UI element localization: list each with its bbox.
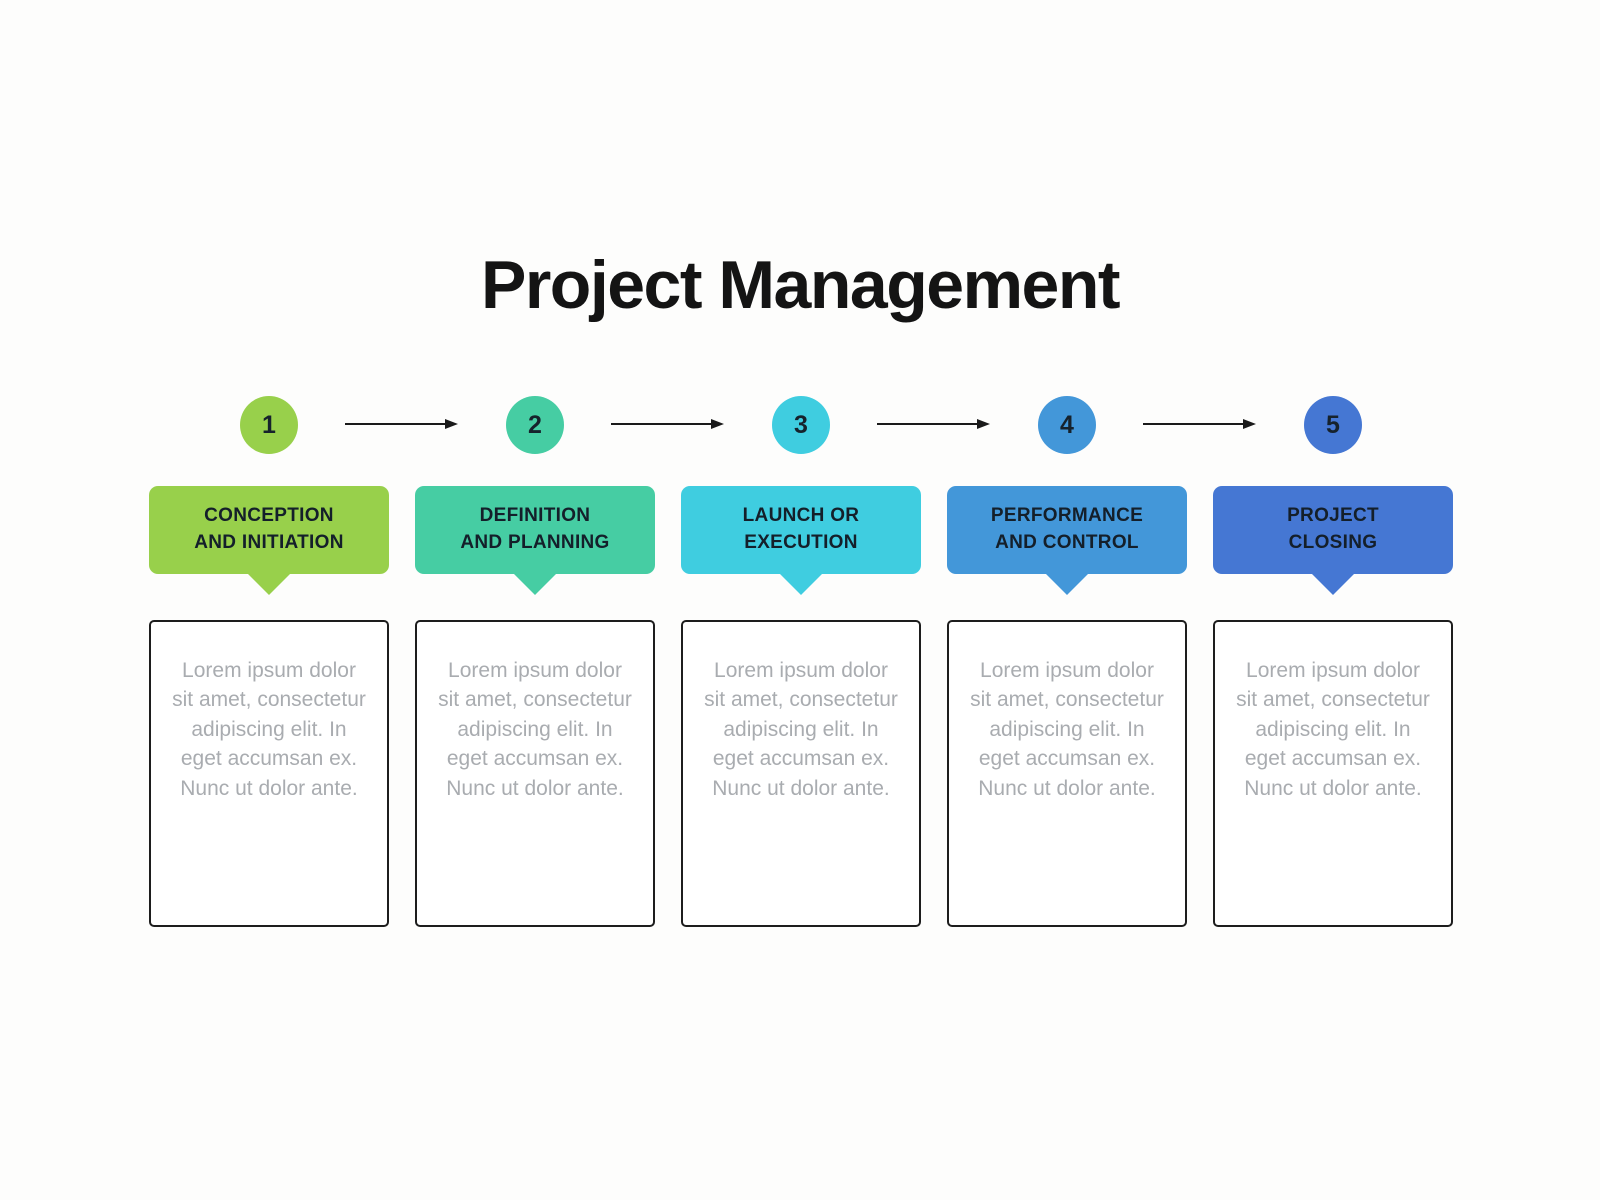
step-number: 3 [794,410,808,439]
step-description: Lorem ipsum dolor sit amet, consectetur … [704,659,898,800]
step-label-bubble: DEFINITION AND PLANNING [415,486,655,574]
arrow-icon [877,419,990,429]
arrow-icon [1143,419,1256,429]
arrow-icon [345,419,458,429]
bubble-tail [1045,573,1089,595]
step-description: Lorem ipsum dolor sit amet, consectetur … [172,659,366,800]
step-description-box: Lorem ipsum dolor sit amet, consectetur … [415,620,655,927]
step-label-bubble: PERFORMANCE AND CONTROL [947,486,1187,574]
step-label-bubble: PROJECT CLOSING [1213,486,1453,574]
step-description-box: Lorem ipsum dolor sit amet, consectetur … [1213,620,1453,927]
step-column-2: 2 DEFINITION AND PLANNING Lorem ipsum do… [415,396,655,931]
bubble-tail [1311,573,1355,595]
step-number-badge: 1 [240,396,298,454]
step-description-box: Lorem ipsum dolor sit amet, consectetur … [149,620,389,927]
step-label: DEFINITION AND PLANNING [460,505,610,553]
step-number-badge: 2 [506,396,564,454]
step-label: LAUNCH OR EXECUTION [742,505,860,553]
step-description-box: Lorem ipsum dolor sit amet, consectetur … [947,620,1187,927]
step-column-1: 1 CONCEPTION AND INITIATION Lorem ipsum … [149,396,389,931]
bubble-tail [779,573,823,595]
step-label-bubble: CONCEPTION AND INITIATION [149,486,389,574]
step-number: 4 [1060,410,1074,439]
step-column-4: 4 PERFORMANCE AND CONTROL Lorem ipsum do… [947,396,1187,931]
step-column-5: 5 PROJECT CLOSING Lorem ipsum dolor sit … [1213,396,1453,931]
step-number-badge: 3 [772,396,830,454]
step-description-box: Lorem ipsum dolor sit amet, consectetur … [681,620,921,927]
step-number: 1 [262,410,276,439]
step-label: CONCEPTION AND INITIATION [194,505,344,553]
step-number-badge: 4 [1038,396,1096,454]
step-description: Lorem ipsum dolor sit amet, consectetur … [970,659,1164,800]
step-number: 5 [1326,410,1340,439]
step-label: PROJECT CLOSING [1287,505,1379,553]
step-number: 2 [528,410,542,439]
step-description: Lorem ipsum dolor sit amet, consectetur … [1236,659,1430,800]
bubble-tail [513,573,557,595]
bubble-tail [247,573,291,595]
step-description: Lorem ipsum dolor sit amet, consectetur … [438,659,632,800]
page-title: Project Management [480,247,1121,323]
step-label-bubble: LAUNCH OR EXECUTION [681,486,921,574]
step-label: PERFORMANCE AND CONTROL [990,505,1144,553]
step-column-3: 3 LAUNCH OR EXECUTION Lorem ipsum dolor … [681,396,921,931]
arrow-icon [611,419,724,429]
step-number-badge: 5 [1304,396,1362,454]
